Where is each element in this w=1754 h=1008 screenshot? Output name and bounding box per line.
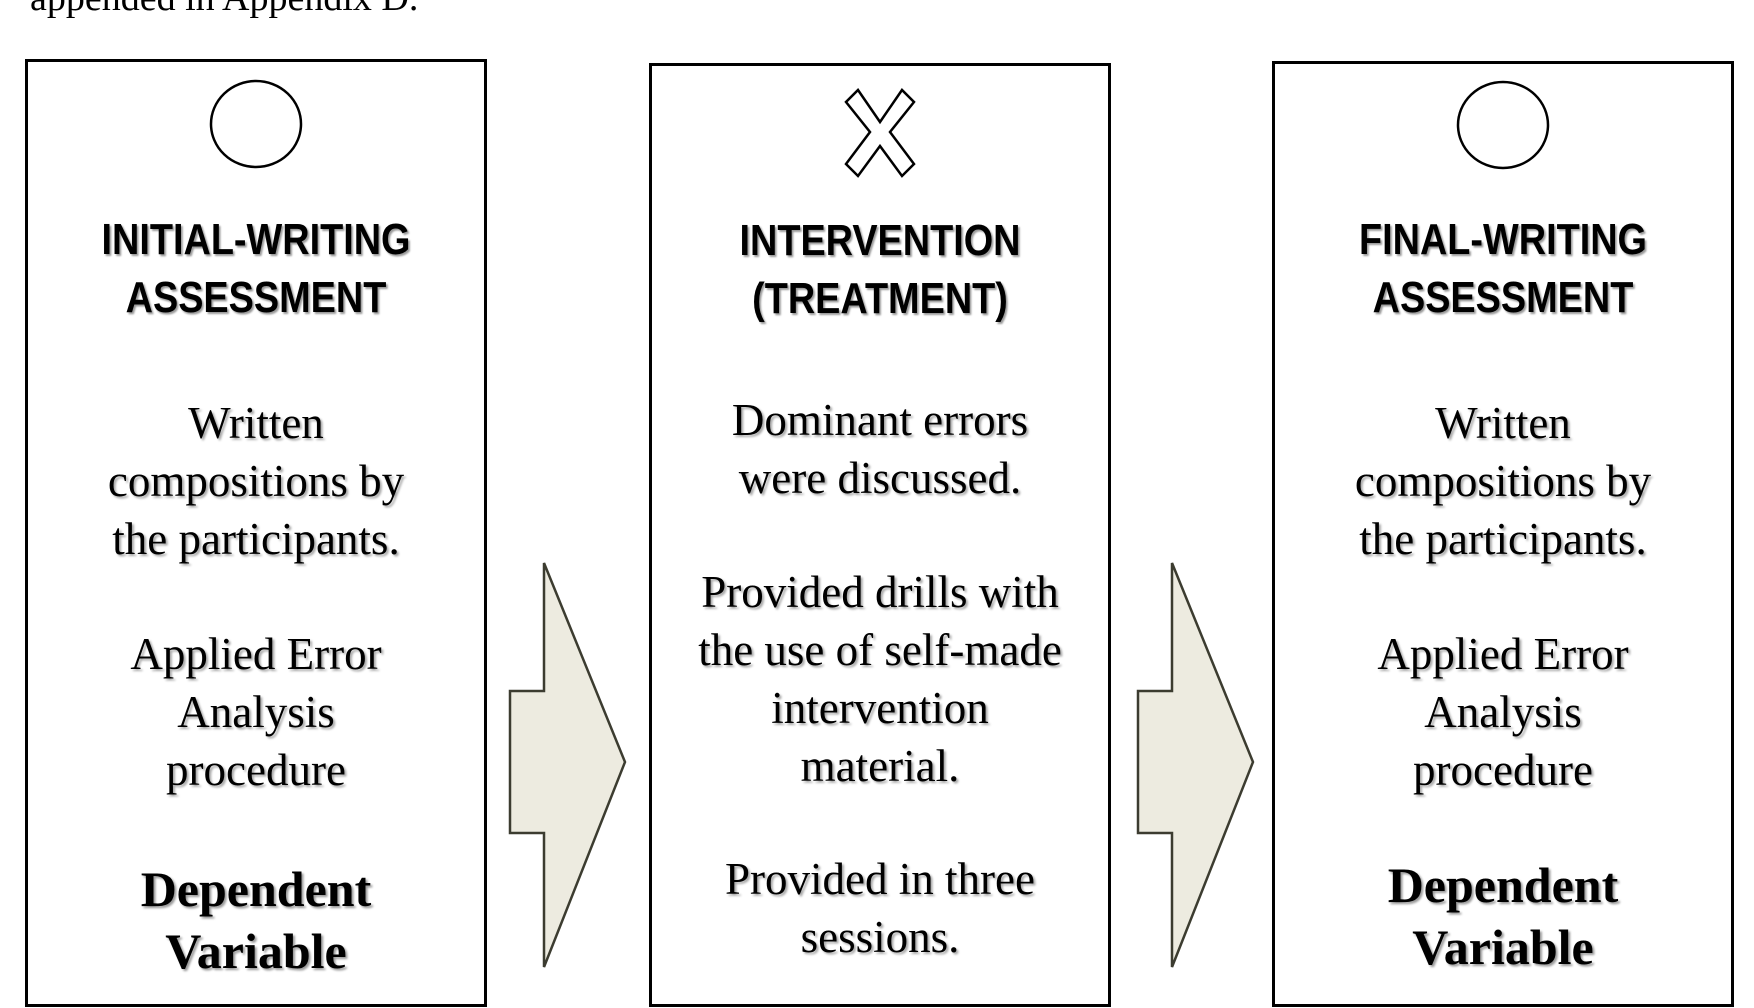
circle-icon [209,79,303,169]
arrow-right-icon [508,562,627,968]
cutoff-text: appended in Appendix D. [30,0,418,20]
description-paragraph: Written compositions by the participants… [107,398,405,564]
final-assessment-box: FINAL-WRITING ASSESSMENT Written composi… [1272,61,1734,1007]
variable-label: Dependent Variable [140,861,372,979]
intervention-box: INTERVENTION (TREATMENT) Dominant errors… [649,63,1111,1007]
description-paragraph: Written compositions by the participants… [1354,398,1652,564]
box-heading: FINAL-WRITING ASSESSMENT [1359,215,1647,322]
variable-label: Dependent Variable [1387,857,1619,975]
box-heading: INITIAL-WRITING ASSESSMENT [101,215,411,322]
arrow-right-icon [1136,562,1255,968]
procedure-paragraph: Applied Error Analysis procedure [1377,629,1629,795]
circle-icon [1456,80,1550,170]
box-heading: INTERVENTION (TREATMENT) [739,216,1021,323]
sessions-paragraph: Provided in three sessions. [725,854,1035,962]
drills-paragraph: Provided drills with the use of self-mad… [698,567,1062,791]
procedure-paragraph: Applied Error Analysis procedure [130,629,382,795]
x-mark-icon [844,88,916,178]
description-paragraph: Dominant errors were discussed. [731,395,1029,503]
initial-assessment-box: INITIAL-WRITING ASSESSMENT Written compo… [25,59,487,1007]
